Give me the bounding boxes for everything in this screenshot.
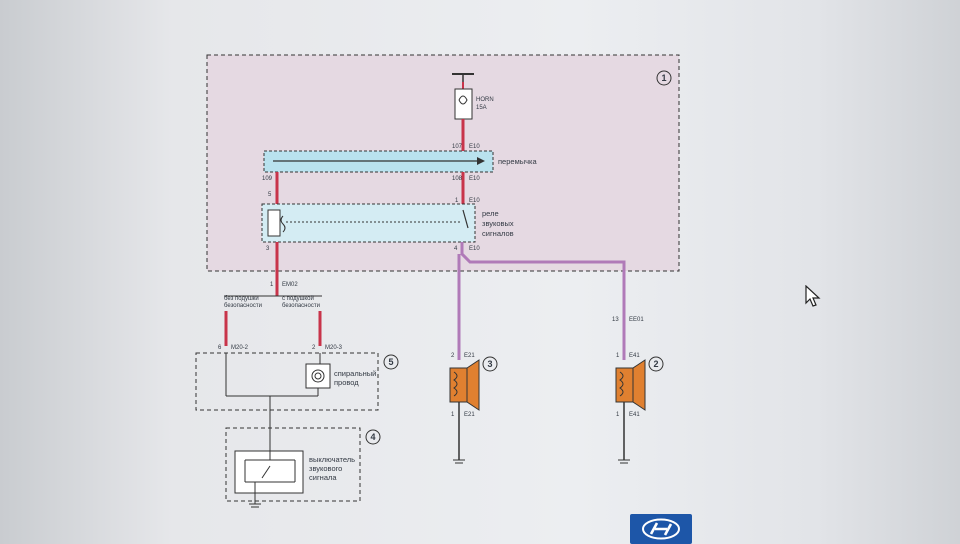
cs-pin-left: 6 bbox=[218, 345, 222, 351]
branch-right-2: безопасности bbox=[282, 303, 320, 309]
cs-conn-left: M20-2 bbox=[231, 345, 249, 351]
fuse-pin: 107 bbox=[452, 144, 463, 150]
relay-connector-bottom: E10 bbox=[469, 246, 480, 252]
jumper-pin-left: 109 bbox=[262, 176, 273, 182]
fuse-name: HORN bbox=[476, 97, 494, 103]
callout-1 bbox=[656, 70, 672, 86]
horn-icon bbox=[449, 359, 480, 411]
branch-left-1: без подушки bbox=[224, 296, 259, 302]
cs-conn-right: M20-3 bbox=[325, 345, 343, 351]
relay-pin-top-right: 1 bbox=[455, 198, 459, 204]
callout-1-text: 1 bbox=[661, 73, 666, 83]
horn-right-pin-bottom: 1 bbox=[616, 412, 620, 418]
harness-connector: EE01 bbox=[629, 317, 644, 323]
clock-spring-label-2: провод bbox=[334, 378, 359, 387]
jumper-connector: E10 bbox=[469, 176, 480, 182]
em-connector: EM02 bbox=[282, 282, 298, 288]
relay-connector-top: E10 bbox=[469, 198, 480, 204]
horn-right-conn-bottom: E41 bbox=[629, 412, 640, 418]
ground-icon bbox=[453, 459, 465, 464]
cursor-icon bbox=[805, 285, 821, 307]
jumper-label: перемычка bbox=[498, 157, 537, 166]
clock-spring-icon bbox=[305, 363, 331, 389]
jumper-arrow-icon bbox=[477, 157, 485, 165]
clock-spring-box bbox=[195, 352, 379, 411]
horn-switch-icon bbox=[234, 450, 304, 494]
branch-right-1: с подушкой bbox=[282, 295, 314, 302]
jumper-pin-right: 108 bbox=[452, 176, 463, 182]
callout-5 bbox=[383, 354, 399, 370]
horn-right-conn-top: E41 bbox=[629, 353, 640, 359]
em-pin: 1 bbox=[270, 282, 274, 288]
callout-4 bbox=[365, 429, 381, 445]
callout-3 bbox=[482, 356, 498, 372]
relay-pin-bottom-right: 4 bbox=[454, 246, 458, 252]
horn-switch-label-2: звукового bbox=[309, 464, 342, 473]
horn-left-conn-top: E21 bbox=[464, 353, 475, 359]
horn-left-conn-bottom: E21 bbox=[464, 412, 475, 418]
callout-2-text: 2 bbox=[653, 359, 658, 369]
cs-pin-right: 2 bbox=[312, 345, 316, 351]
callout-5-text: 5 bbox=[388, 357, 393, 367]
horn-left-pin-bottom: 1 bbox=[451, 412, 455, 418]
horn-right-pin-top: 1 bbox=[616, 353, 620, 359]
horn-icon bbox=[615, 359, 646, 411]
relay-label-3: сигналов bbox=[482, 229, 514, 238]
horn-switch-label-3: сигнала bbox=[309, 473, 337, 482]
ground-icon bbox=[249, 503, 261, 508]
fuse-connector: E10 bbox=[469, 144, 480, 150]
callout-4-text: 4 bbox=[370, 432, 375, 442]
clock-spring-label-1: спиральный bbox=[334, 369, 376, 378]
relay-label-1: реле bbox=[482, 209, 499, 218]
horn-switch-box bbox=[225, 427, 361, 502]
relay-pin-bottom-left: 3 bbox=[266, 246, 270, 252]
branch-left-2: безопасности bbox=[224, 303, 262, 309]
relay-label-2: звуковых bbox=[482, 219, 514, 228]
fuse-rating: 15A bbox=[476, 105, 487, 111]
harness-pin: 13 bbox=[612, 317, 619, 323]
horn-switch-label-1: выключатель bbox=[309, 455, 355, 464]
relay-block bbox=[261, 203, 476, 243]
relay-coil bbox=[267, 209, 281, 237]
callout-3-text: 3 bbox=[487, 359, 492, 369]
callout-2 bbox=[648, 356, 664, 372]
horn-left-pin-top: 2 bbox=[451, 353, 455, 359]
hyundai-logo bbox=[630, 514, 692, 544]
ground-icon bbox=[452, 73, 474, 82]
ground-icon bbox=[618, 459, 630, 464]
relay-pin-top-left: 5 bbox=[268, 192, 272, 198]
